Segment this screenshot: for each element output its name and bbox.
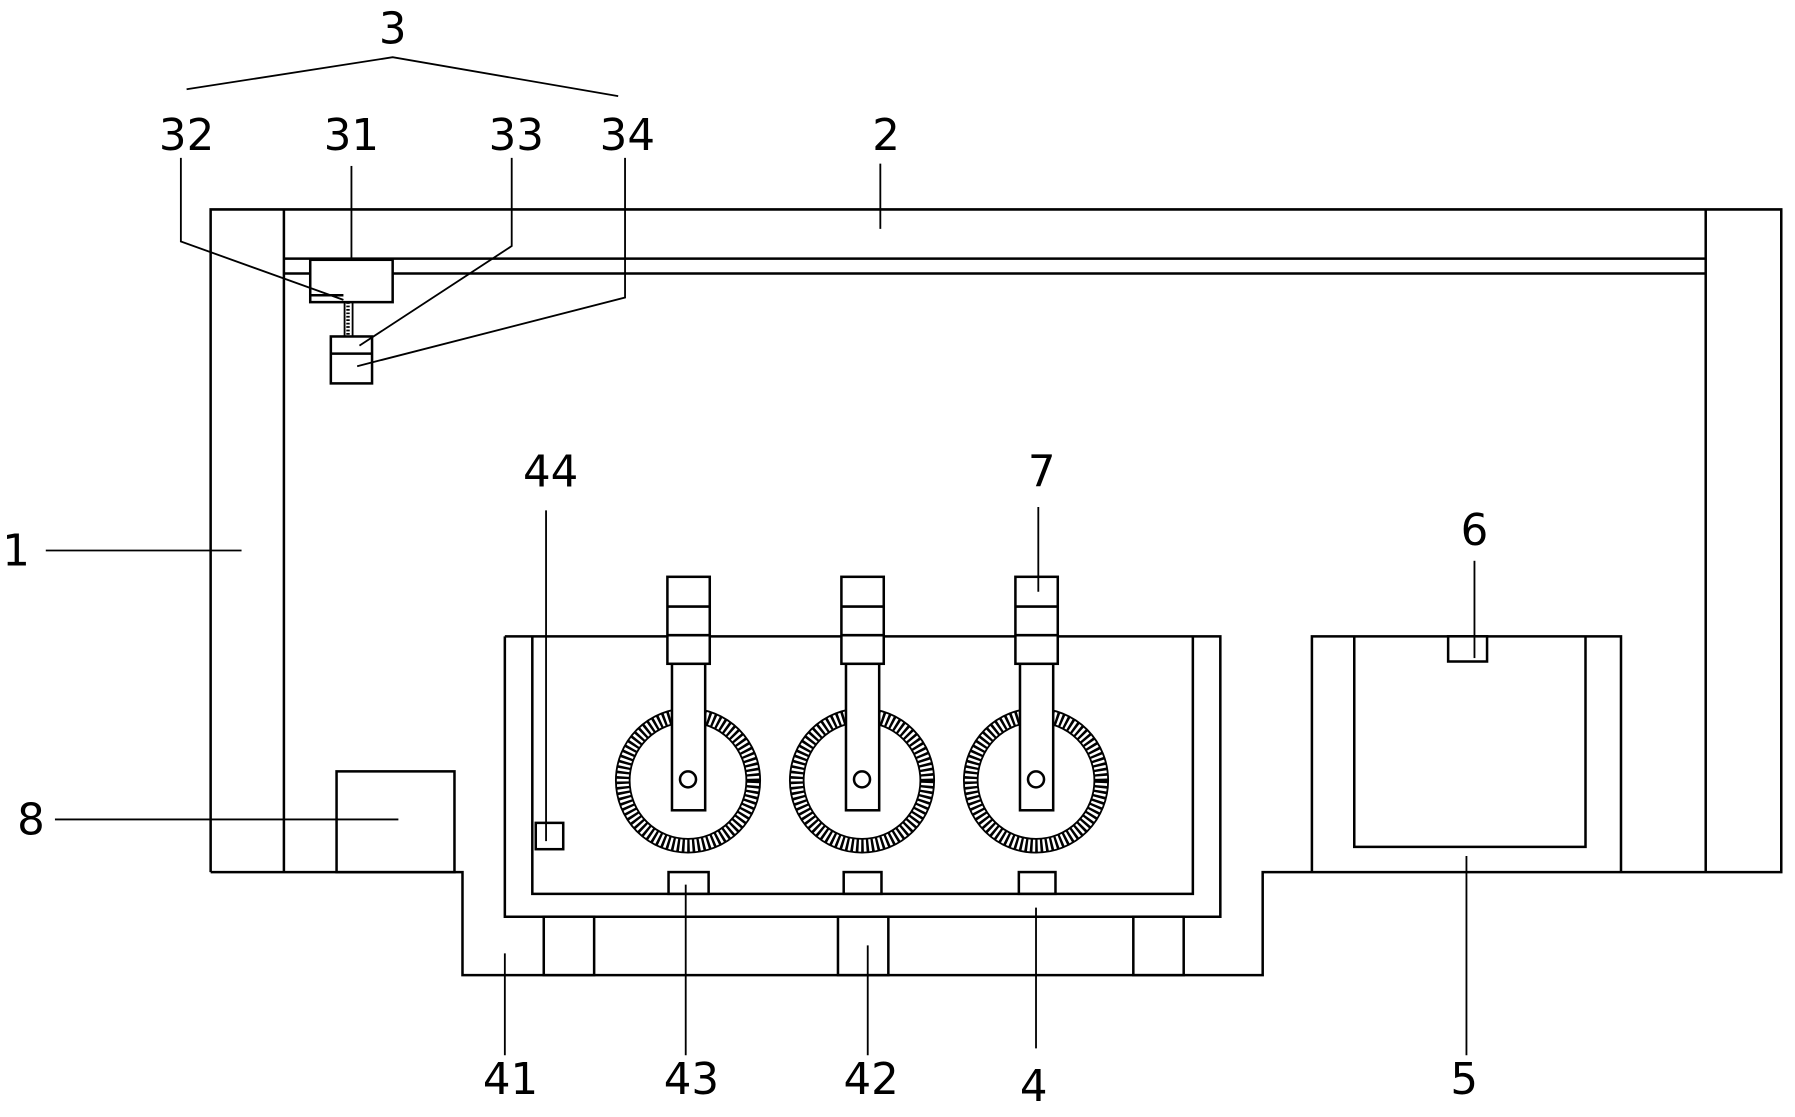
label-8: 8 bbox=[17, 795, 45, 845]
box-8 bbox=[337, 771, 455, 872]
label-31: 31 bbox=[324, 111, 379, 161]
tank-5-outer bbox=[1312, 636, 1621, 872]
element-6 bbox=[1448, 636, 1487, 661]
label-5: 5 bbox=[1450, 1055, 1478, 1105]
label-1: 1 bbox=[2, 526, 30, 576]
label-7: 7 bbox=[1028, 447, 1056, 497]
label-33: 33 bbox=[489, 111, 544, 161]
label-44: 44 bbox=[523, 447, 578, 497]
label-43: 43 bbox=[664, 1055, 719, 1105]
top-beam-rail bbox=[284, 259, 1706, 274]
roller-1 bbox=[616, 577, 760, 853]
support-leg-right bbox=[1133, 917, 1183, 975]
bottom-block-3 bbox=[1019, 872, 1056, 894]
support-leg-left bbox=[544, 917, 594, 975]
label-41: 41 bbox=[483, 1055, 538, 1105]
label-4: 4 bbox=[1020, 1062, 1048, 1112]
label-34: 34 bbox=[600, 111, 655, 161]
support-leg-middle bbox=[838, 917, 888, 975]
label-42: 42 bbox=[843, 1055, 898, 1105]
roller-3 bbox=[964, 577, 1108, 853]
sensor-44 bbox=[536, 823, 563, 849]
label-32: 32 bbox=[159, 111, 214, 161]
bottom-block-1 bbox=[669, 872, 709, 894]
clamp-block-34 bbox=[331, 336, 372, 383]
leader-lines bbox=[46, 57, 1475, 1055]
label-3: 3 bbox=[379, 4, 407, 54]
label-2: 2 bbox=[872, 111, 900, 161]
label-6: 6 bbox=[1461, 506, 1489, 556]
bottom-block-2 bbox=[844, 872, 882, 894]
tank-5-inner bbox=[1354, 636, 1585, 847]
roller-2 bbox=[790, 577, 934, 853]
connecting-rod-32 bbox=[345, 302, 353, 336]
